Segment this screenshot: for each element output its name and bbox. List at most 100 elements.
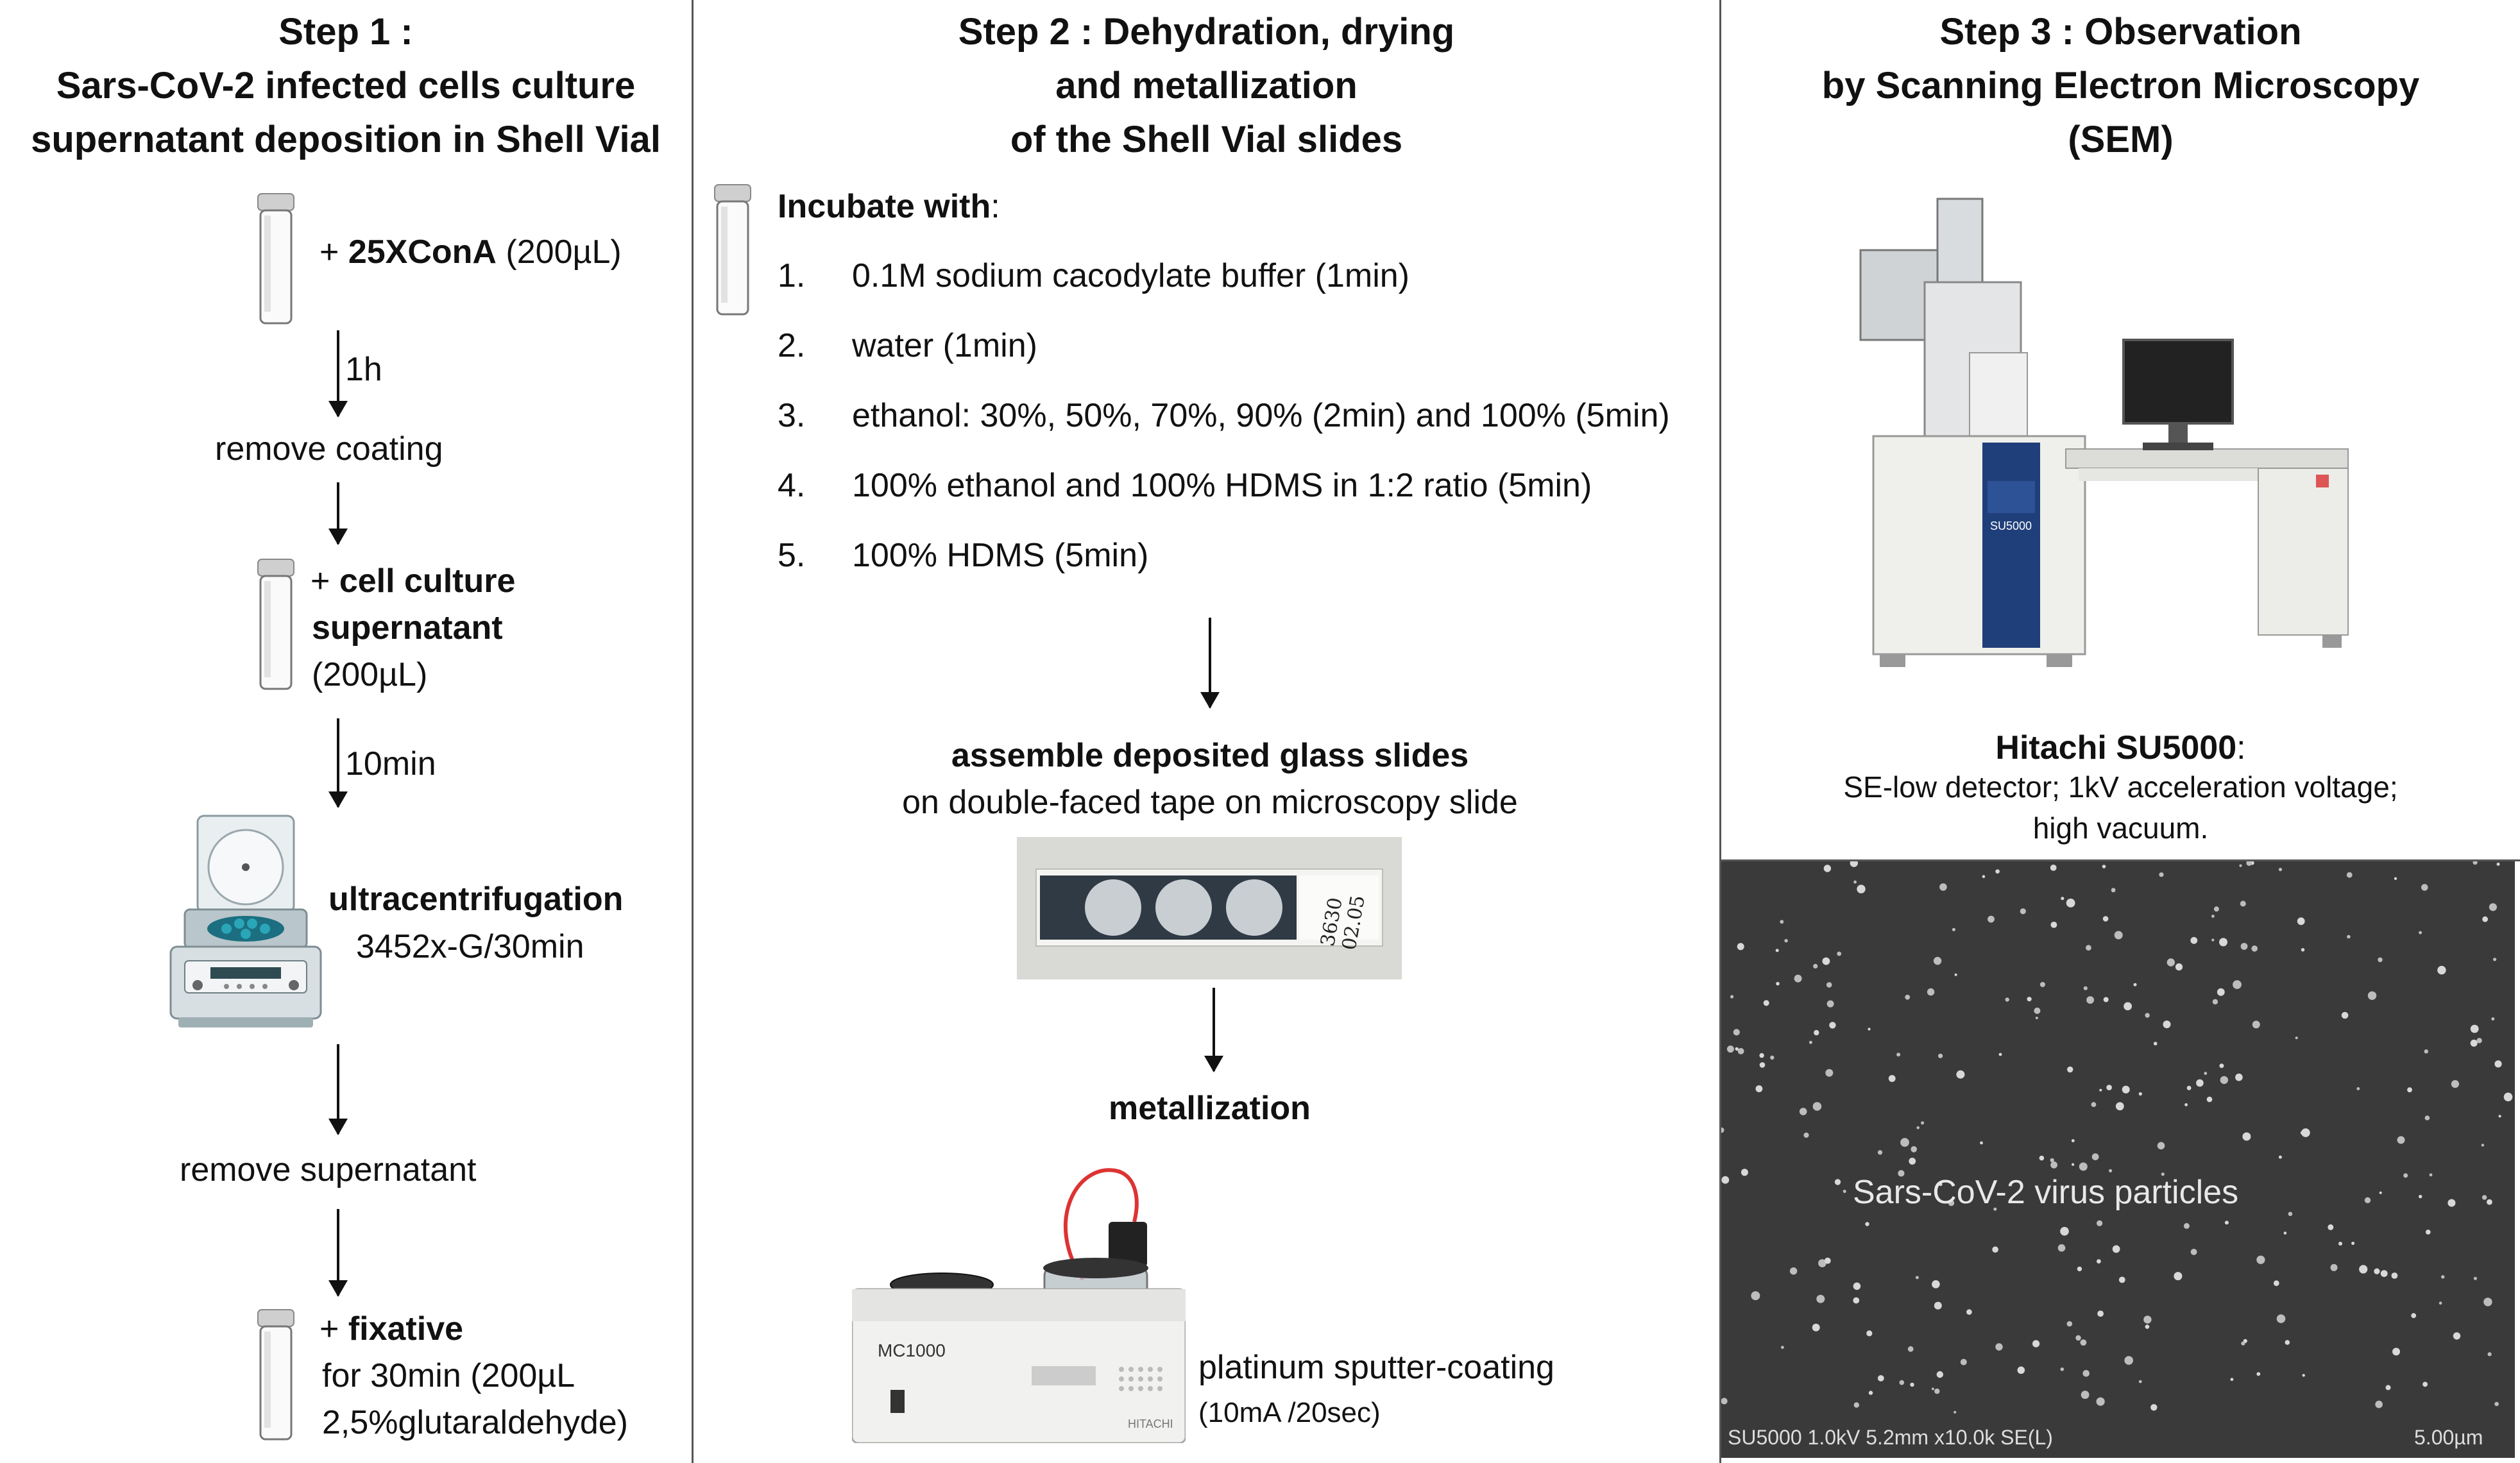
virus-particle xyxy=(1721,1127,1724,1133)
virus-particle xyxy=(2453,1332,2461,1340)
virus-particle xyxy=(1938,1053,1943,1058)
step2-list-text: 100% ethanol and 100% HDMS in 1:2 ratio … xyxy=(852,467,1592,504)
step3-detector-line1: SE-low detector; 1kV acceleration voltag… xyxy=(1843,770,2398,804)
virus-particle xyxy=(2394,877,2397,880)
virus-particle xyxy=(1814,1029,1819,1036)
virus-particle xyxy=(2429,1173,2433,1177)
virus-particle xyxy=(1911,1146,1917,1153)
virus-particle xyxy=(1988,915,1995,923)
virus-particle xyxy=(2133,983,2137,986)
virus-particle xyxy=(2005,997,2009,1002)
virus-particle xyxy=(1992,1246,1998,1253)
virus-particle xyxy=(2487,1352,2492,1357)
virus-particle xyxy=(1730,995,1734,999)
virus-particle xyxy=(2351,1242,2355,1245)
virus-particle xyxy=(1799,1108,1807,1115)
step2-title-line: of the Shell Vial slides xyxy=(1010,119,1403,160)
virus-particle xyxy=(2481,1144,2485,1147)
virus-particle xyxy=(2256,1255,2265,1264)
virus-particle xyxy=(1907,1346,1914,1352)
virus-particle xyxy=(1995,1343,2003,1351)
virus-particle xyxy=(2494,1401,2499,1407)
virus-particle xyxy=(1921,1121,1925,1125)
virus-particle xyxy=(2240,901,2246,907)
virus-particle xyxy=(1853,1402,1859,1408)
step2-list-num: 1. xyxy=(778,257,806,294)
step1-add-fixative-plus: + xyxy=(319,1310,348,1348)
virus-particle xyxy=(1857,884,1866,893)
virus-particle xyxy=(1812,1102,1822,1111)
virus-particle xyxy=(1915,1276,1919,1280)
sem-image-label: Sars-CoV-2 virus particles xyxy=(1853,1174,2239,1211)
step1-add-conA-bold: 25XConA xyxy=(348,233,497,271)
step1-add-conA-rest: (200µL) xyxy=(496,233,622,271)
virus-particle xyxy=(2251,945,2258,952)
virus-particle xyxy=(2066,899,2075,908)
virus-particle xyxy=(2379,1191,2382,1194)
virus-particle xyxy=(1826,1000,1834,1008)
virus-particle xyxy=(2367,991,2377,1000)
step1-add-conA: + 25XConA (200µL) xyxy=(319,229,622,275)
step2-arrow-1 xyxy=(1200,618,1220,709)
sem-scale-bar: 5.00µm xyxy=(2414,1426,2483,1449)
virus-particle xyxy=(2278,1155,2282,1159)
virus-particle xyxy=(2099,1088,2102,1092)
virus-particle xyxy=(1998,1053,2002,1056)
virus-particle xyxy=(2143,1315,2152,1324)
virus-particle xyxy=(2246,861,2252,866)
virus-particle xyxy=(2301,1128,2310,1137)
virus-particle xyxy=(2341,1011,2349,1019)
sem-microscope-photo: SU5000 xyxy=(1848,186,2393,693)
step1-add-supernatant-line1: + cell culture xyxy=(311,558,515,604)
virus-particle xyxy=(2407,1087,2412,1093)
virus-particle xyxy=(2496,862,2500,866)
virus-particle xyxy=(2150,1404,2158,1411)
virus-particle xyxy=(2338,1242,2342,1246)
virus-particle xyxy=(2124,1356,2133,1365)
virus-particle xyxy=(2233,980,2242,989)
virus-particle xyxy=(2196,1079,2204,1087)
virus-particle xyxy=(2419,931,2422,934)
virus-particle xyxy=(2482,1195,2487,1200)
virus-particle xyxy=(2034,1007,2041,1014)
virus-particle xyxy=(2498,1115,2501,1118)
virus-particle xyxy=(1826,982,1832,988)
step1-arrow-2 xyxy=(328,482,348,545)
virus-particle xyxy=(2302,1374,2305,1377)
virus-particle xyxy=(2032,1340,2040,1348)
sputter-coater-icon: MC1000 HITACHI xyxy=(852,1158,1186,1443)
virus-particle xyxy=(1932,1280,1940,1289)
step2-title-line: Step 2 : Dehydration, drying xyxy=(958,11,1455,53)
virus-particle xyxy=(2380,1270,2388,1277)
virus-particle xyxy=(2483,1298,2492,1307)
virus-particle xyxy=(2451,1080,2459,1088)
step1-add-supernatant-volume: (200µL) xyxy=(312,656,428,693)
virus-particle xyxy=(1933,956,1942,965)
virus-particle xyxy=(1939,883,1947,891)
virus-particle xyxy=(2039,982,2045,987)
glass-slide-photo: 3630 02.05 xyxy=(1017,837,1402,979)
virus-particle xyxy=(2297,917,2305,926)
virus-particle xyxy=(2067,1066,2073,1073)
virus-particle xyxy=(2020,908,2026,915)
virus-particle xyxy=(1936,1371,1943,1378)
virus-particle xyxy=(2494,1060,2502,1068)
virus-particle xyxy=(2288,1212,2293,1216)
step2-incubate-with: Incubate with: xyxy=(778,183,1000,230)
step1-fixative-line3: 2,5%glutaraldehyde) xyxy=(322,1404,628,1441)
step2-incubate-colon: : xyxy=(991,188,1000,225)
virus-particle xyxy=(1784,939,1788,943)
virus-particle xyxy=(2190,1249,2197,1255)
virus-particle xyxy=(2239,864,2242,867)
virus-particle xyxy=(2145,1324,2150,1329)
virus-particle xyxy=(1809,1040,1812,1044)
virus-particle xyxy=(2285,1340,2290,1345)
step1-remove-supernatant: remove supernatant xyxy=(180,1151,477,1188)
virus-particle xyxy=(2096,1397,2105,1406)
virus-particle xyxy=(2050,1158,2054,1163)
virus-particle xyxy=(1822,957,1830,965)
virus-particle xyxy=(1823,865,1832,872)
virus-particle xyxy=(2256,1372,2261,1376)
virus-particle xyxy=(2422,1382,2428,1387)
virus-particle xyxy=(1910,1382,1914,1387)
